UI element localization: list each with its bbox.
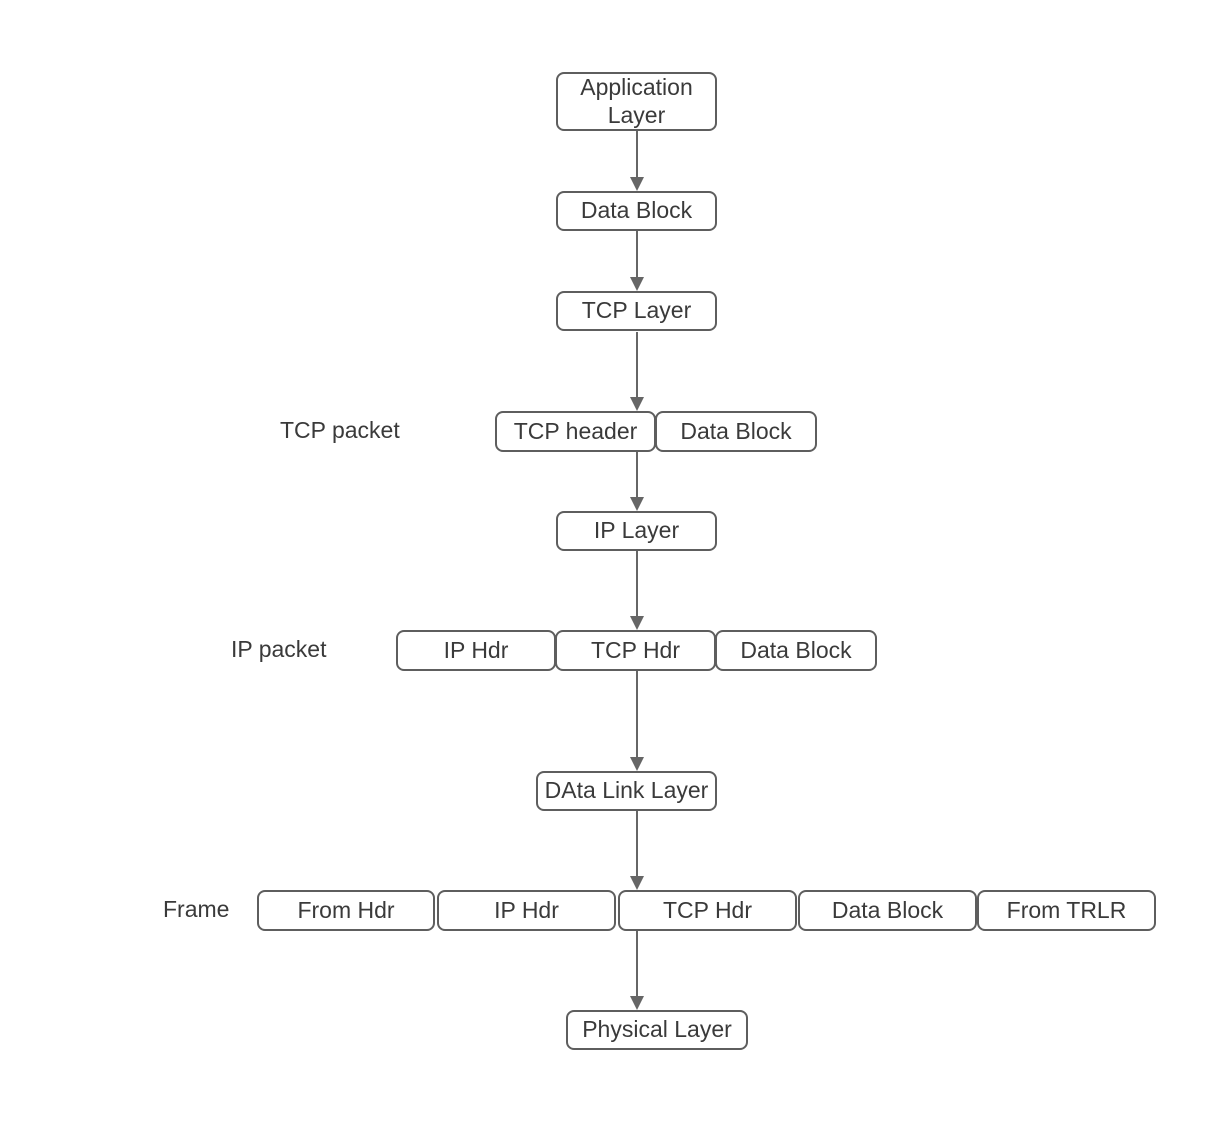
arrow-line bbox=[636, 131, 638, 179]
down-arrow bbox=[630, 452, 644, 511]
down-arrow bbox=[630, 231, 644, 291]
node-frame-ip-hdr: IP Hdr bbox=[437, 890, 616, 931]
down-arrow bbox=[630, 551, 644, 630]
label-ip-packet: IP packet bbox=[231, 636, 327, 662]
node-ip-layer: IP Layer bbox=[556, 511, 717, 551]
node-frame-tcp-hdr: TCP Hdr bbox=[618, 890, 797, 931]
arrow-head-icon bbox=[630, 757, 644, 771]
node-frame-from-hdr: From Hdr bbox=[257, 890, 435, 931]
down-arrow bbox=[630, 931, 644, 1010]
down-arrow bbox=[630, 332, 644, 411]
arrow-line bbox=[636, 931, 638, 998]
arrow-head-icon bbox=[630, 397, 644, 411]
label-frame: Frame bbox=[163, 896, 230, 922]
arrow-line bbox=[636, 231, 638, 279]
arrow-head-icon bbox=[630, 616, 644, 630]
arrow-line bbox=[636, 551, 638, 618]
node-frame-data-block: Data Block bbox=[798, 890, 977, 931]
node-frame-from-trlr: From TRLR bbox=[977, 890, 1156, 931]
arrow-line bbox=[636, 671, 638, 759]
arrow-head-icon bbox=[630, 497, 644, 511]
arrow-line bbox=[636, 811, 638, 878]
node-application-layer: Application Layer bbox=[556, 72, 717, 131]
arrow-line bbox=[636, 332, 638, 399]
arrow-head-icon bbox=[630, 996, 644, 1010]
node-data-block-top: Data Block bbox=[556, 191, 717, 231]
label-tcp-packet: TCP packet bbox=[280, 417, 400, 443]
node-ip-packet-ip-hdr: IP Hdr bbox=[396, 630, 556, 671]
arrow-line bbox=[636, 452, 638, 499]
node-data-link-layer: DAta Link Layer bbox=[536, 771, 717, 811]
down-arrow bbox=[630, 131, 644, 191]
node-tcp-packet-header: TCP header bbox=[495, 411, 656, 452]
node-tcp-packet-data-block: Data Block bbox=[655, 411, 817, 452]
node-tcp-layer: TCP Layer bbox=[556, 291, 717, 331]
arrow-head-icon bbox=[630, 876, 644, 890]
node-ip-packet-tcp-hdr: TCP Hdr bbox=[555, 630, 716, 671]
arrow-head-icon bbox=[630, 277, 644, 291]
down-arrow bbox=[630, 671, 644, 771]
arrow-head-icon bbox=[630, 177, 644, 191]
node-physical-layer: Physical Layer bbox=[566, 1010, 748, 1050]
node-ip-packet-data-block: Data Block bbox=[715, 630, 877, 671]
down-arrow bbox=[630, 811, 644, 890]
